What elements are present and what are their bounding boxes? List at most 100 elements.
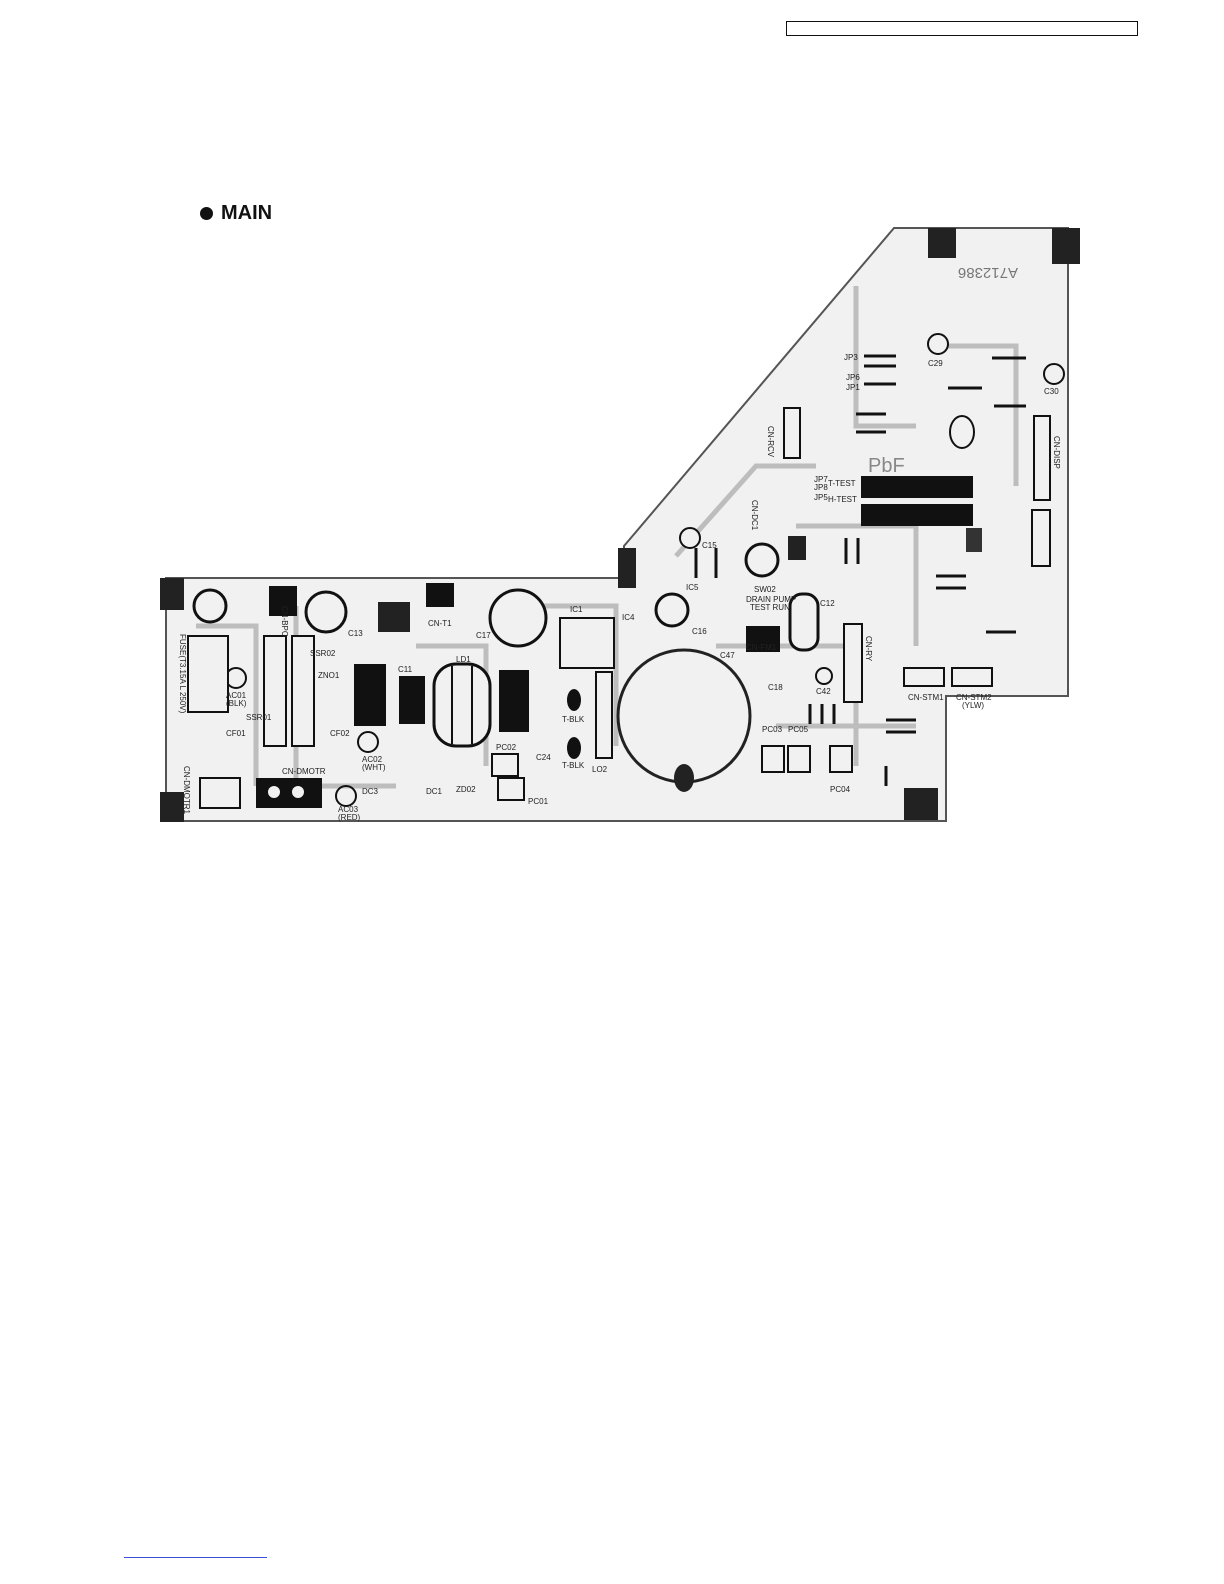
label-ac02: AC02 [362, 755, 383, 764]
corner-block-top-1 [928, 228, 956, 258]
label-jp5: JP5 [814, 493, 828, 502]
cn-stm2-body [951, 667, 993, 687]
pcb-board-diagram: A712386 [160, 227, 1080, 822]
label-cf02: CF02 [330, 729, 350, 738]
label-c15: C15 [702, 541, 717, 550]
label-ic4: IC4 [622, 613, 635, 622]
corner-block-bottom-right [904, 788, 938, 820]
label-cf01: CF01 [226, 729, 246, 738]
tblk-2-body [567, 737, 581, 759]
cn-rcv-body [783, 407, 801, 459]
cn-fm1-body [1031, 509, 1051, 567]
label-c30: C30 [1044, 387, 1059, 396]
label-cn-fm1: CN-FM1 [746, 643, 777, 652]
label-cn-t1: CN-T1 [428, 619, 452, 628]
label-c42: C42 [816, 687, 831, 696]
ssr01-body [291, 635, 315, 747]
ic-chip-small-3 [378, 602, 410, 632]
cn-dmotr-pin [268, 786, 280, 798]
label-dc3: DC3 [362, 787, 379, 796]
cn-ry-body [843, 623, 863, 703]
ic-chip-small-1 [269, 586, 297, 616]
capacitor-c16 [654, 592, 690, 628]
crystal [949, 415, 975, 449]
section-title: MAIN [221, 202, 273, 224]
varistor-ac03-terminal [335, 785, 357, 807]
capacitor-c12 [788, 592, 820, 652]
label-ac01: AC01 [226, 691, 247, 700]
lo2-body [595, 671, 613, 759]
label-c24: C24 [536, 753, 551, 762]
cn-dmotr-pin-2 [292, 786, 304, 798]
corner-block-top-2 [1052, 228, 1080, 264]
header-box [786, 21, 1138, 36]
label-lo2: LO2 [592, 765, 608, 774]
varistor-ac02-terminal [357, 731, 379, 753]
label-pc01: PC01 [528, 797, 549, 806]
label-dc1: DC1 [426, 787, 443, 796]
label-ac03: AC03 [338, 805, 359, 814]
label-tblk-2: T-BLK [562, 761, 585, 770]
coil-ld1 [432, 662, 492, 748]
label-pc05: PC05 [788, 725, 809, 734]
corner-block-mid [618, 548, 636, 588]
label-c29: C29 [928, 359, 943, 368]
label-pc02: PC02 [496, 743, 517, 752]
corner-block-bottom-left [160, 792, 184, 822]
label-cn-stm2: CN-STM2 [956, 693, 992, 702]
capacitor-c13 [304, 590, 348, 634]
photocoupler-pc01 [497, 777, 525, 801]
label-ac02-color: (WHT) [362, 763, 386, 772]
label-c13: C13 [348, 629, 363, 638]
photocoupler-pc02 [491, 753, 519, 777]
label-ic1: IC1 [570, 605, 583, 614]
label-ssr01: SSR01 [246, 713, 272, 722]
capacitor-marker [674, 764, 694, 792]
label-cn-dmotr1: CN-DMOTR1 [182, 766, 191, 815]
label-ac03-color: (RED) [338, 813, 361, 822]
ic-chip-small-2 [426, 583, 454, 607]
terminal-gnd [192, 588, 228, 624]
label-jp7: JP7 [814, 475, 828, 484]
capacitor-c17 [488, 588, 548, 648]
fuse-holder [187, 635, 229, 713]
label-jp8: JP8 [814, 483, 828, 492]
label-cn-disp: CN-DISP [1052, 436, 1061, 469]
cn-stm1-body [903, 667, 945, 687]
ic-chip-power-2 [399, 676, 425, 724]
label-tblk-1: T-BLK [562, 715, 585, 724]
ic-chip-reg [746, 626, 780, 652]
label-c12: C12 [820, 599, 835, 608]
label-jp3: JP3 [844, 353, 858, 362]
label-cn-rcv: CN-RCV [766, 426, 775, 458]
photocoupler-pc05 [787, 745, 811, 773]
ic-chip-main-1 [861, 476, 973, 498]
resistor-group [694, 354, 1026, 786]
label-cn-dc1: CN-DC1 [750, 500, 759, 531]
label-cn-stm2-color: (YLW) [962, 701, 984, 710]
capacitor-c42 [815, 667, 833, 685]
label-zno1: ZNO1 [318, 671, 340, 680]
label-jp6: JP6 [846, 373, 860, 382]
capacitor-c30 [1043, 363, 1065, 385]
switch-sw02 [744, 542, 780, 578]
label-pbf: PbF [868, 455, 905, 477]
capacitor-c15 [679, 527, 701, 549]
label-cn-dmotr: CN-DMOTR [282, 767, 326, 776]
label-c18: C18 [768, 683, 783, 692]
label-ac01-color: (BLK) [226, 699, 247, 708]
ic-chip-main-2 [861, 504, 973, 526]
label-pc04: PC04 [830, 785, 851, 794]
label-zd02: ZD02 [456, 785, 476, 794]
label-t-test: T-TEST [828, 479, 856, 488]
tblk-1-body [567, 689, 581, 711]
part-number: A712386 [958, 264, 1018, 281]
label-c16: C16 [692, 627, 707, 636]
label-drain-pump: DRAIN PUMP [746, 595, 796, 604]
corner-block-top-left [160, 578, 184, 610]
label-c17: C17 [476, 631, 491, 640]
label-ic5: IC5 [686, 583, 699, 592]
label-cn-bpo: CN-BPO [280, 606, 289, 637]
capacitor-c29 [927, 333, 949, 355]
label-jp1: JP1 [846, 383, 860, 392]
